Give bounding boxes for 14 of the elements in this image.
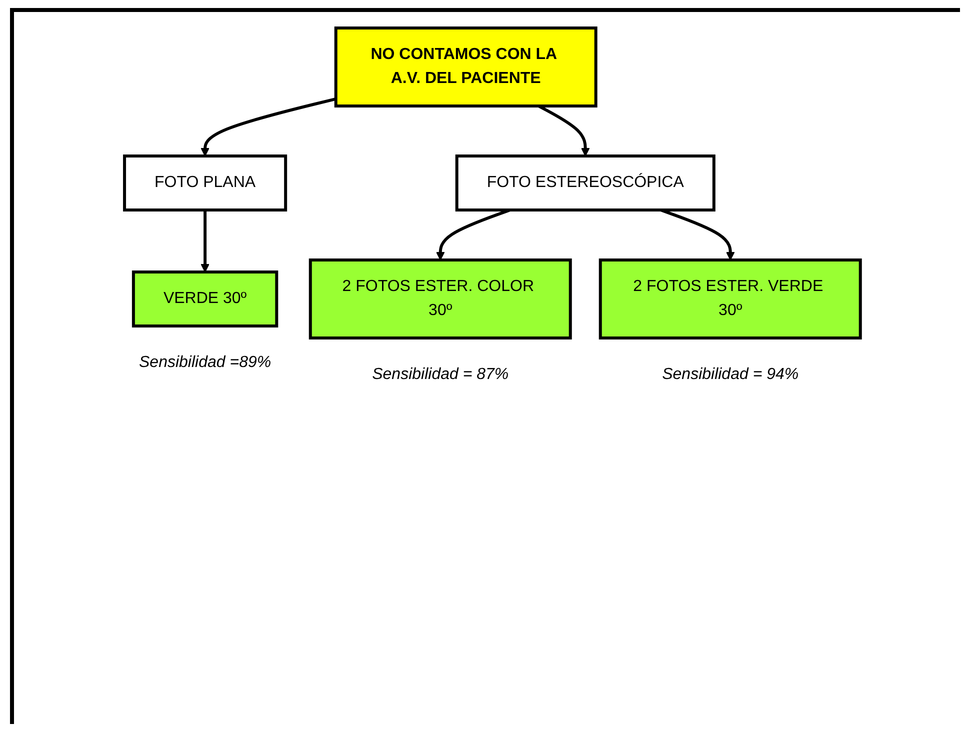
arrow xyxy=(200,210,210,272)
arrow xyxy=(660,208,736,260)
arrow xyxy=(436,208,511,260)
node-box: VERDE 30º xyxy=(132,270,278,328)
node-box: FOTO ESTEREOSCÓPICA xyxy=(456,154,716,212)
node-box: 2 FOTOS ESTER. VERDE 30º xyxy=(599,258,862,340)
node-label: Sensibilidad = 94% xyxy=(662,366,799,383)
arrow xyxy=(200,97,337,156)
node-box: 2 FOTOS ESTER. COLOR 30º xyxy=(309,258,572,340)
node-box: FOTO PLANA xyxy=(123,154,288,212)
node-label: Sensibilidad =89% xyxy=(139,354,272,371)
arrow xyxy=(538,104,590,156)
node-box: NO CONTAMOS CON LA A.V. DEL PACIENTE xyxy=(334,26,598,108)
node-label: Sensibilidad = 87% xyxy=(372,366,509,383)
